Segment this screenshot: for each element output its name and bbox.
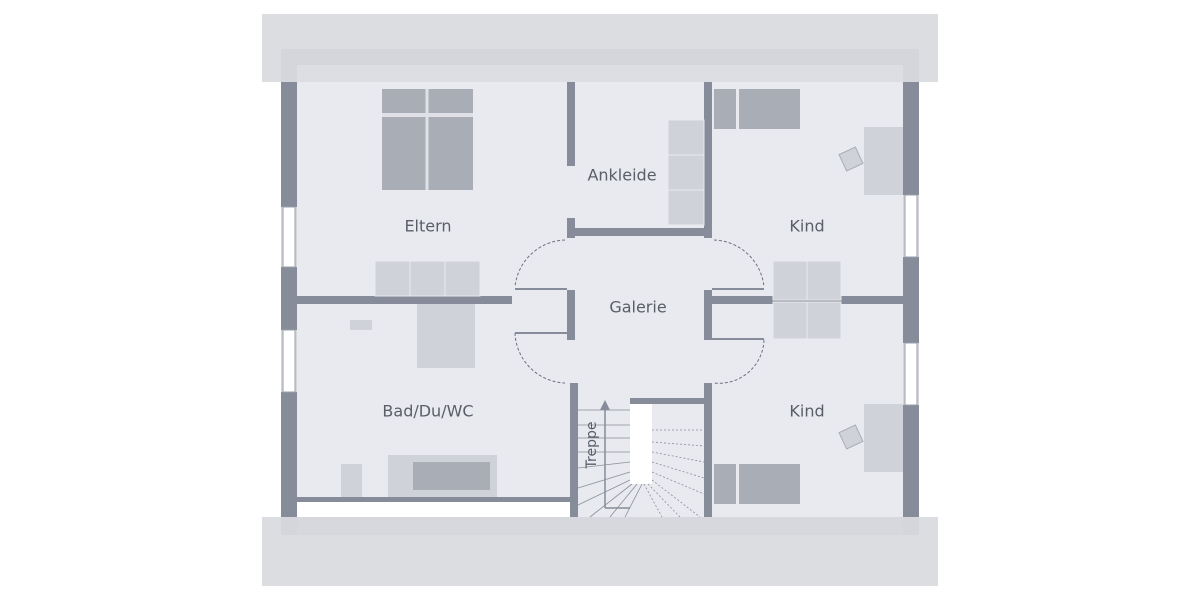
- room-label-bad: Bad/Du/WC: [382, 402, 473, 421]
- bed-icon: [382, 89, 473, 190]
- wardrobe-icon: [772, 260, 842, 340]
- room-label-galerie: Galerie: [609, 298, 666, 317]
- roof-overlay-top: [297, 65, 903, 82]
- shelf-icon: [667, 119, 705, 226]
- staircase: [577, 398, 705, 518]
- vanity-icon: [417, 304, 475, 368]
- bath-strip: [297, 502, 570, 517]
- room-label-kind-bottom: Kind: [789, 402, 824, 421]
- toilet-icon: [341, 464, 362, 497]
- room-label-treppe: Treppe: [584, 422, 600, 470]
- chair-icon: [838, 146, 864, 450]
- arrow-up-icon: [600, 400, 610, 410]
- room-label-eltern: Eltern: [404, 217, 451, 236]
- desk-icon: [864, 127, 903, 472]
- door-leaf: [515, 288, 764, 340]
- room-label-ankleide: Ankleide: [587, 166, 656, 185]
- window-icon: [282, 194, 918, 406]
- bed-icon: [714, 89, 800, 504]
- dresser-icon: [374, 260, 481, 297]
- bathtub-icon: [388, 455, 497, 497]
- walls: [281, 82, 919, 517]
- sink-icon: [350, 320, 372, 330]
- roof-overlay-bottom: [297, 517, 903, 535]
- door-swing-icon: [514, 239, 765, 384]
- room-label-kind-top: Kind: [789, 217, 824, 236]
